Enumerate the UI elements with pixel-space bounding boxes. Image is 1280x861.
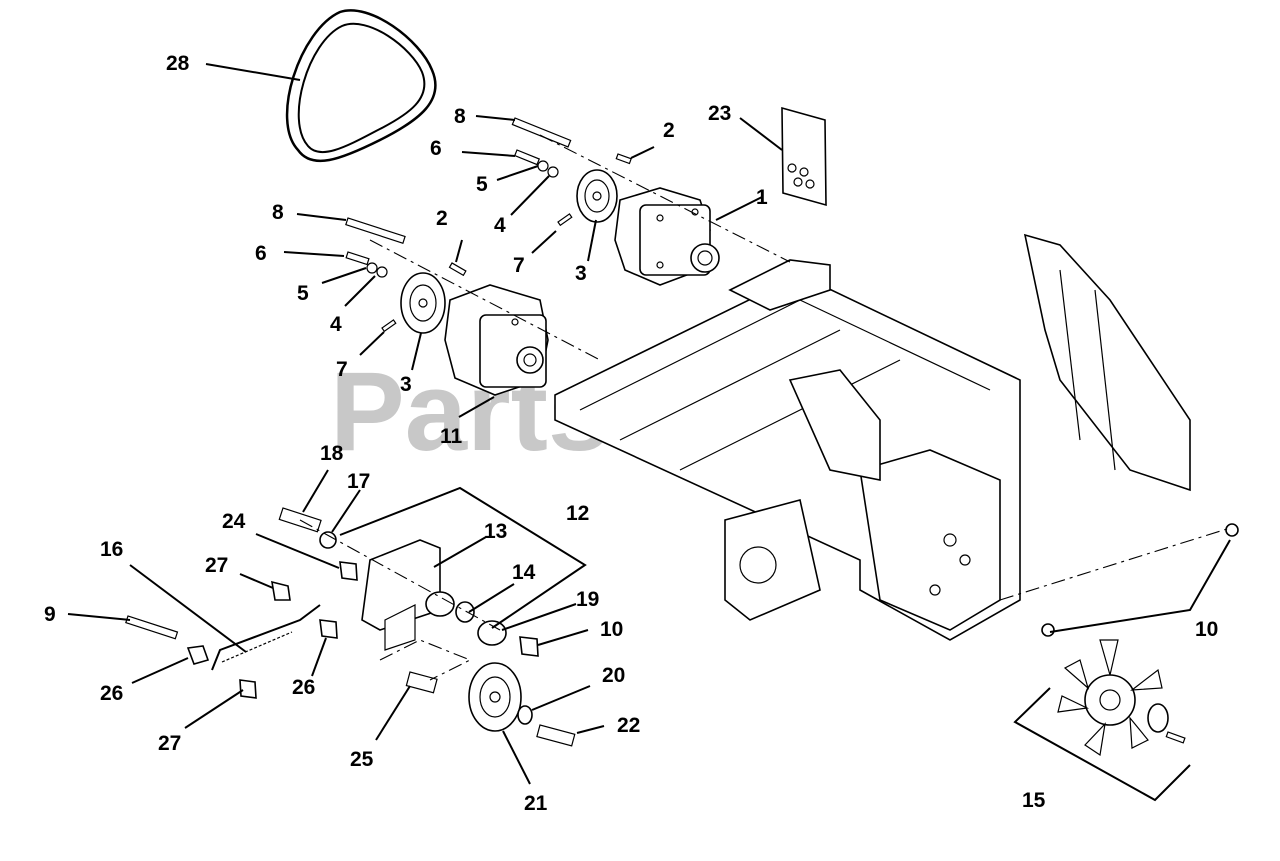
callout-4-lower: 4 bbox=[330, 313, 342, 336]
assembly-center-lines bbox=[299, 134, 1231, 681]
callout-9: 9 bbox=[44, 603, 56, 626]
callout-18: 18 bbox=[320, 442, 344, 465]
callout-4-upper: 4 bbox=[494, 214, 506, 237]
callout-5-lower: 5 bbox=[297, 282, 309, 305]
upper-pulley-part bbox=[576, 169, 618, 223]
callout-15: 15 bbox=[1022, 789, 1046, 812]
decal-part bbox=[781, 106, 827, 207]
callout-10-left: 10 bbox=[600, 618, 623, 641]
callout-19: 19 bbox=[576, 588, 599, 611]
idler-bracket-part bbox=[361, 539, 507, 651]
lower-pulley-part bbox=[400, 272, 446, 334]
callout-10-right: 10 bbox=[1195, 618, 1218, 641]
idler-pulley-part bbox=[468, 662, 522, 732]
leader-lines bbox=[67, 63, 783, 785]
callout-12: 12 bbox=[566, 502, 589, 525]
callout-11: 11 bbox=[440, 425, 463, 448]
callout-27-upper: 27 bbox=[205, 554, 228, 577]
callout-3-lower: 3 bbox=[400, 373, 412, 396]
callout-8-upper: 8 bbox=[454, 105, 466, 128]
callout-27-lower: 27 bbox=[158, 732, 181, 755]
fan-part bbox=[1057, 639, 1186, 757]
group-bracket-lines bbox=[339, 486, 1231, 802]
callout-5-upper: 5 bbox=[476, 173, 488, 196]
callout-22: 22 bbox=[617, 714, 640, 737]
callout-16: 16 bbox=[100, 538, 123, 561]
callout-2-upper: 2 bbox=[663, 119, 675, 142]
callout-20: 20 bbox=[602, 664, 625, 687]
upper-fasteners bbox=[511, 117, 632, 227]
right-bolts bbox=[1041, 523, 1239, 637]
callout-8-lower: 8 bbox=[272, 201, 284, 224]
callout-24: 24 bbox=[222, 510, 246, 533]
callout-26-left: 26 bbox=[100, 682, 123, 705]
callout-14: 14 bbox=[512, 561, 536, 584]
callout-21: 21 bbox=[524, 792, 548, 815]
callout-2-lower: 2 bbox=[436, 207, 448, 230]
callout-6-lower: 6 bbox=[255, 242, 267, 265]
callout-23: 23 bbox=[708, 102, 731, 125]
callout-13: 13 bbox=[484, 520, 507, 543]
callout-7-lower: 7 bbox=[336, 358, 348, 381]
callout-1: 1 bbox=[756, 186, 768, 209]
callout-28: 28 bbox=[166, 52, 190, 75]
callout-6-upper: 6 bbox=[430, 137, 442, 160]
main-frame-part bbox=[554, 233, 1191, 641]
lower-fasteners bbox=[345, 217, 467, 333]
callouts: 28 1 2 2 3 3 4 4 5 5 6 6 7 7 8 8 9 10 10… bbox=[44, 52, 1218, 815]
drive-belt-part bbox=[285, 9, 437, 163]
callout-17: 17 bbox=[347, 470, 370, 493]
callout-7-upper: 7 bbox=[513, 254, 525, 277]
upper-gearbox-part bbox=[614, 187, 720, 286]
callout-3-upper: 3 bbox=[575, 262, 587, 285]
lower-gearbox-part bbox=[444, 284, 549, 396]
callout-26-right: 26 bbox=[292, 676, 315, 699]
callout-25: 25 bbox=[350, 748, 374, 771]
